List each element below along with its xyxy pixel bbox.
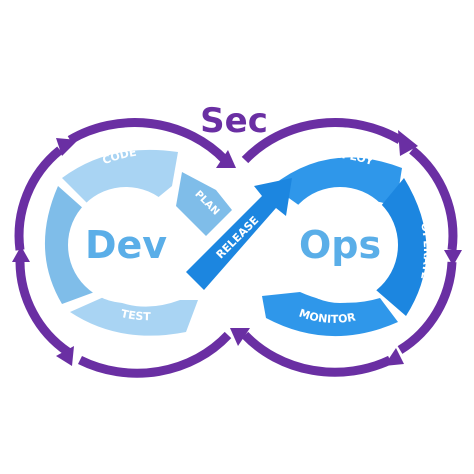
ring-segment [15, 261, 71, 356]
ring-segment [397, 261, 457, 354]
arrowhead-icon [216, 150, 236, 168]
release-arrow [186, 178, 292, 290]
stage-label-build: BUILD [34, 229, 49, 269]
arrowhead-icon [444, 250, 462, 266]
arrowhead-icon [56, 138, 78, 156]
ring-segment [14, 146, 63, 251]
arrowhead-icon [12, 246, 30, 262]
arrowhead-icon [56, 346, 74, 366]
right-loop [262, 157, 427, 337]
stage-label-test: TEST [120, 307, 151, 323]
monitor-segment [262, 292, 398, 337]
dev-hub [68, 187, 184, 303]
ops-word: Ops [299, 223, 381, 267]
ring-segment [67, 118, 229, 164]
ring-segment [78, 331, 232, 378]
stage-label-operate: OPERATE [418, 221, 434, 280]
outer-ring [14, 118, 458, 378]
ring-arrowheads [12, 130, 462, 366]
sec-title: Sec [200, 101, 268, 141]
deploy-segment [272, 157, 402, 206]
test-segment [70, 296, 198, 336]
operate-segment [376, 178, 427, 316]
plan-segment [176, 172, 232, 236]
ring-segment [241, 331, 392, 377]
arrowhead-icon [230, 328, 250, 346]
ring-segment [409, 146, 458, 251]
ring-segment [241, 118, 403, 164]
ops-hub [282, 187, 398, 303]
left-loop [44, 149, 232, 336]
dev-word: Dev [85, 223, 167, 267]
arrowhead-icon [384, 348, 404, 366]
arrowhead-icon [398, 130, 418, 156]
